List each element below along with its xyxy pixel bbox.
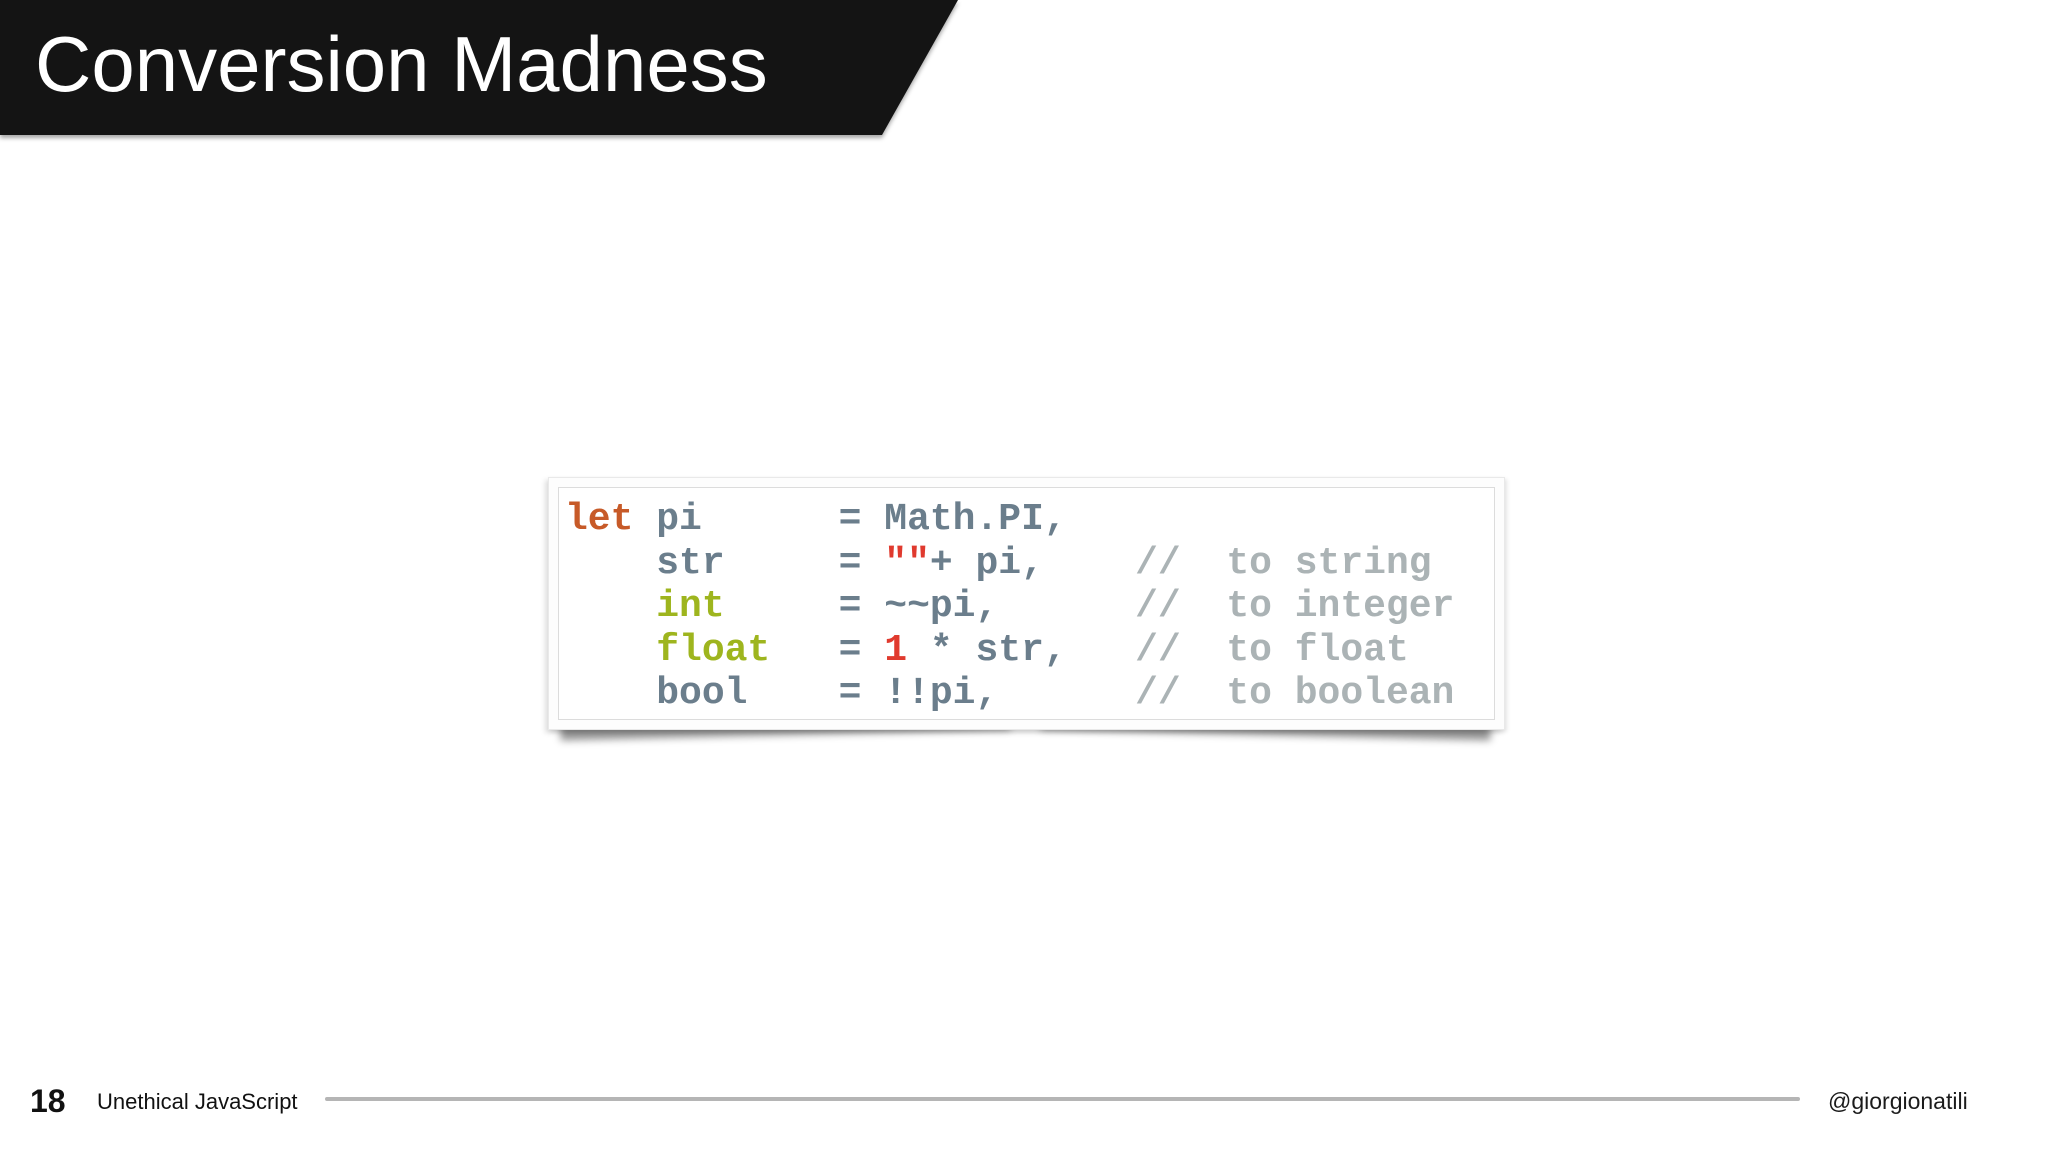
code-token-plain: =	[770, 628, 885, 672]
author-handle: @giorgionatili	[1828, 1088, 1968, 1114]
code-token-comment: // to boolean	[998, 672, 1455, 716]
code-token-value: ""	[884, 541, 930, 585]
code-line: float = 1 * str, // to float	[565, 629, 1454, 673]
code-token-type: int	[656, 585, 725, 629]
code-token-keyword: let	[565, 498, 634, 541]
code-token-comment: // to integer	[998, 585, 1455, 629]
code-token-type: float	[656, 628, 771, 672]
title-banner-wrap: Conversion Madness	[0, 0, 960, 135]
code-card: let pi = Math.PI, str = ""+ pi, // to st…	[548, 477, 1505, 730]
code-token-plain: * str,	[907, 628, 1067, 672]
code-line: str = ""+ pi, // to string	[565, 542, 1454, 586]
code-line: int = ~~pi, // to integer	[565, 585, 1454, 629]
code-token-plain	[565, 629, 656, 672]
code-token-plain	[565, 585, 656, 628]
title-banner: Conversion Madness	[0, 0, 958, 135]
code-line: let pi = Math.PI,	[565, 498, 1454, 542]
deck-title: Unethical JavaScript	[97, 1089, 298, 1114]
code-token-plain: = ~~pi,	[724, 585, 999, 629]
code-token-plain: + pi,	[929, 541, 1044, 585]
footer-divider	[325, 1097, 1800, 1101]
page-number: 18	[30, 1083, 66, 1119]
code-line: bool = !!pi, // to boolean	[565, 672, 1454, 716]
code-token-value: 1	[884, 628, 908, 672]
code-card-frame: let pi = Math.PI, str = ""+ pi, // to st…	[558, 487, 1495, 720]
code-token-comment: // to float	[1066, 628, 1409, 672]
slide-title: Conversion Madness	[35, 19, 768, 108]
code-block: let pi = Math.PI, str = ""+ pi, // to st…	[565, 498, 1454, 716]
code-token-comment: // to string	[1043, 541, 1432, 585]
code-token-plain: pi = Math.PI,	[633, 498, 1067, 541]
code-token-plain: str =	[565, 541, 885, 585]
code-token-plain: bool = !!pi,	[565, 672, 999, 716]
